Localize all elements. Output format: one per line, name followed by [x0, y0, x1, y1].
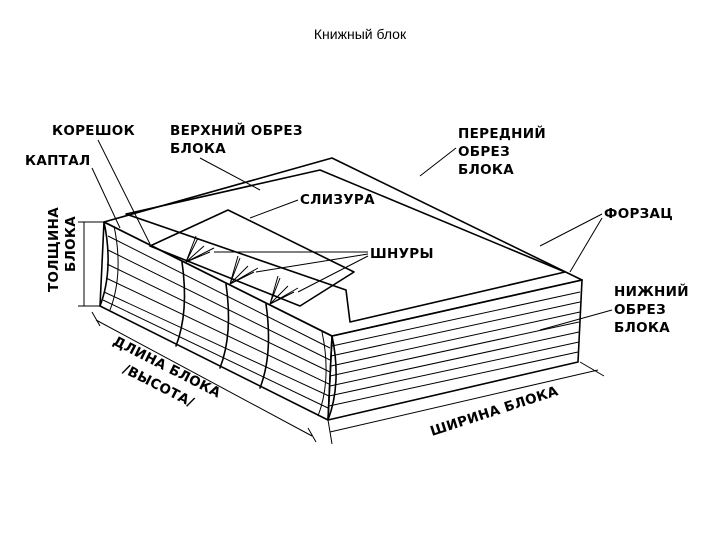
label-slizura: СЛИЗУРА	[300, 192, 375, 208]
label-tolshchina: ТОЛЩИНА	[46, 207, 62, 292]
label-forzats: ФОРЗАЦ	[604, 206, 673, 222]
label-koreshok: КОРЕШОК	[52, 123, 135, 139]
label-nizhniy-obrez-3: БЛОКА	[614, 320, 670, 336]
dimension-tolshchina	[78, 221, 104, 307]
label-tolshchina-2: БЛОКА	[63, 216, 79, 272]
leader-lines	[91, 139, 613, 331]
label-nizhniy-obrez-2: ОБРЕЗ	[614, 302, 666, 318]
bottom-edge-face	[327, 279, 583, 421]
slide-title: Книжный блок	[313, 26, 407, 42]
label-peredniy-obrez: ПЕРЕДНИЙ	[458, 125, 546, 142]
label-peredniy-obrez-3: БЛОКА	[458, 162, 514, 178]
dimension-shirina	[327, 361, 605, 445]
bottom-edge-page-lines	[328, 291, 581, 407]
cord-1	[175, 235, 215, 347]
spine-page-lines	[102, 235, 331, 409]
label-peredniy-obrez-2: ОБРЕЗ	[458, 144, 510, 160]
cord-2	[219, 255, 259, 369]
slizura-flap	[149, 209, 355, 307]
dimension-dlina	[91, 311, 317, 443]
label-nizhniy-obrez: НИЖНИЙ	[614, 283, 689, 300]
forzats-sheet	[125, 169, 566, 323]
label-kaptal: КАПТАЛ	[25, 153, 90, 169]
kaptal-band-top	[99, 221, 119, 311]
cord-3	[259, 275, 299, 389]
label-shnury: ШНУРЫ	[370, 246, 434, 262]
label-verkhniy-obrez: ВЕРХНИЙ ОБРЕЗ	[170, 122, 303, 139]
label-verkhniy-obrez-2: БЛОКА	[170, 141, 226, 157]
kaptal-band-bottom	[317, 331, 337, 421]
book-top-face	[103, 157, 583, 337]
